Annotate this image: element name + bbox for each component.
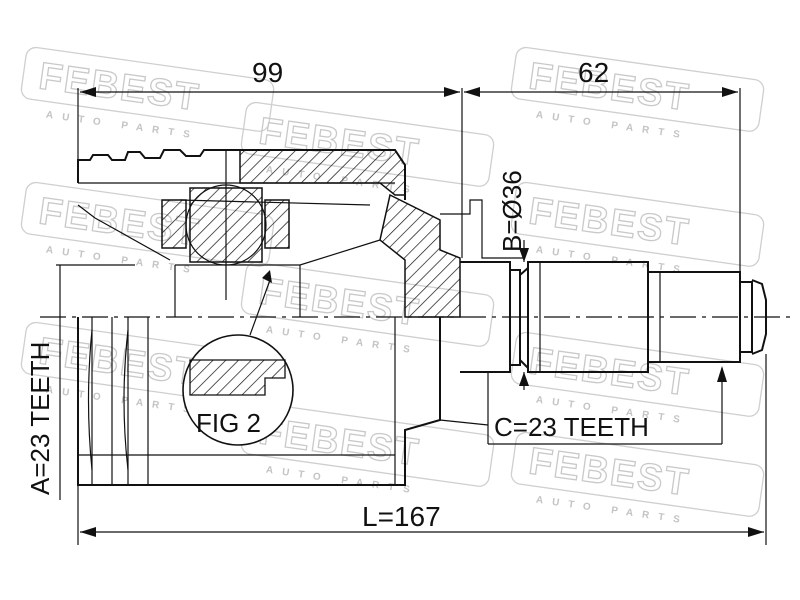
dimension-62: 62 — [578, 57, 609, 88]
splined-shaft — [460, 261, 767, 373]
watermark-brand: FEBEST — [36, 55, 202, 119]
watermark-brand: FEBEST — [526, 55, 692, 119]
watermark-brand: FEBEST — [256, 270, 422, 334]
fig2-detail — [182, 270, 294, 446]
watermark-frame — [510, 46, 765, 132]
watermark-brand: FEBEST — [36, 330, 202, 394]
diameter-b-label: B=Ø36 — [497, 170, 527, 252]
dimension-total-length: L=167 — [362, 501, 441, 532]
watermark-frame — [20, 46, 275, 132]
dimension-lines — [56, 87, 767, 545]
watermark-frame — [510, 331, 765, 417]
watermark-logo: FEBEST AUTO PARTS — [510, 46, 765, 142]
watermark-frame — [510, 431, 765, 517]
teeth-c-label: C=23 TEETH — [494, 412, 649, 442]
watermark-frame — [510, 181, 765, 267]
watermark-layer: FEBEST AUTO PARTS FEBEST AUTO PARTS FEBE… — [20, 46, 765, 527]
outer-housing — [77, 149, 461, 486]
watermark-logo: FEBEST AUTO PARTS — [20, 46, 275, 142]
dimension-99: 99 — [252, 57, 283, 88]
watermark-brand: FEBEST — [526, 440, 692, 504]
watermark-frame — [240, 261, 495, 347]
watermark-logo: FEBEST AUTO PARTS — [510, 181, 765, 277]
teeth-a-label: A=23 TEETH — [25, 342, 55, 495]
tripod-roller — [161, 150, 290, 300]
fig2-label: FIG 2 — [196, 408, 261, 438]
watermark-brand: FEBEST — [526, 190, 692, 254]
watermark-logo: FEBEST AUTO PARTS — [510, 431, 765, 527]
